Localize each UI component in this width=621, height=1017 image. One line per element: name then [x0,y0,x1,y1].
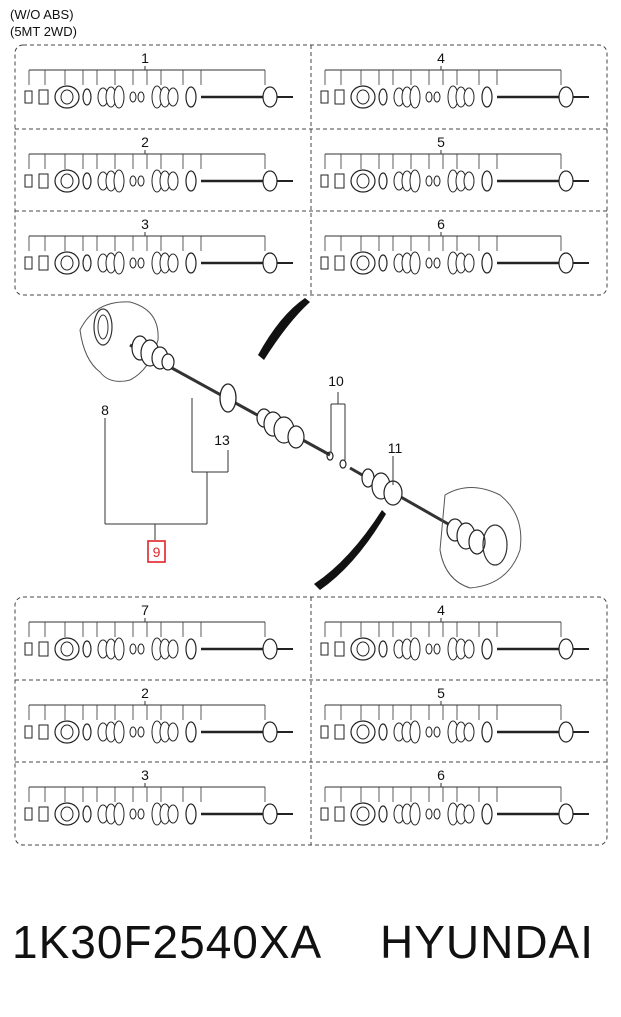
right-knuckle [439,487,522,589]
top-left-panel-2-label: 2 [141,134,149,150]
left-cv-boot [131,335,175,371]
bottom-right-panel-3-label: 6 [437,767,445,783]
top-right-panel-3-label: 6 [437,216,445,232]
label-10: 10 [328,373,344,389]
label-13: 13 [214,432,230,448]
brand-name: HYUNDAI [380,916,595,968]
bottom-left-panel-2-label: 2 [141,685,149,701]
label-9[interactable]: 9 [153,544,161,560]
top-left-panel-1: 1 [24,50,293,109]
bottom-left-panel-2: 2 [24,685,293,744]
top-exploded-views: 1 4 2 5 3 6 [24,50,589,275]
bottom-left-panel-1-label: 7 [141,602,149,618]
header-transmission-note: (5MT 2WD) [10,24,77,39]
right-cv-boot [361,468,486,555]
top-right-panel-1-label: 4 [437,50,445,66]
dust-cover-part [219,383,237,413]
top-right-panel-2: 5 [320,134,589,193]
hub-bearing-ring [93,308,113,346]
bottom-right-panel-2: 5 [320,685,589,744]
label-8: 8 [101,402,109,418]
arc-upper [258,298,310,360]
top-left-panel-3-label: 3 [141,216,149,232]
drive-shaft-diagram: 8 13 10 11 9 [79,298,522,590]
bottom-left-panel-3-label: 3 [141,767,149,783]
top-left-panel-2: 2 [24,134,293,193]
right-hub [482,524,508,566]
label-11: 11 [388,440,403,456]
top-left-panel-3: 3 [24,216,293,275]
bottom-left-panel-3: 3 [24,767,293,826]
top-right-panel-3: 6 [320,216,589,275]
bottom-exploded-views: 7 4 2 5 3 6 [24,602,589,826]
bottom-right-panel-3: 6 [320,767,589,826]
inner-cv-boot [256,408,305,449]
hub-bearing-inner [97,314,109,340]
top-left-panel-1-label: 1 [141,50,149,66]
bottom-right-panel-1-label: 4 [437,602,445,618]
bottom-left-panel-1: 7 [24,602,293,661]
circlip-a [326,451,334,461]
bottom-right-panel-1: 4 [320,602,589,661]
top-right-panel-1: 4 [320,50,589,109]
bottom-right-panel-2-label: 5 [437,685,445,701]
circlip-b [339,459,347,469]
header-abs-note: (W/O ABS) [10,7,74,22]
selected-part-highlight[interactable] [147,540,166,563]
arc-lower [314,510,386,590]
top-right-panel-2-label: 5 [437,134,445,150]
part-number: 1K30F2540XA [12,916,323,968]
